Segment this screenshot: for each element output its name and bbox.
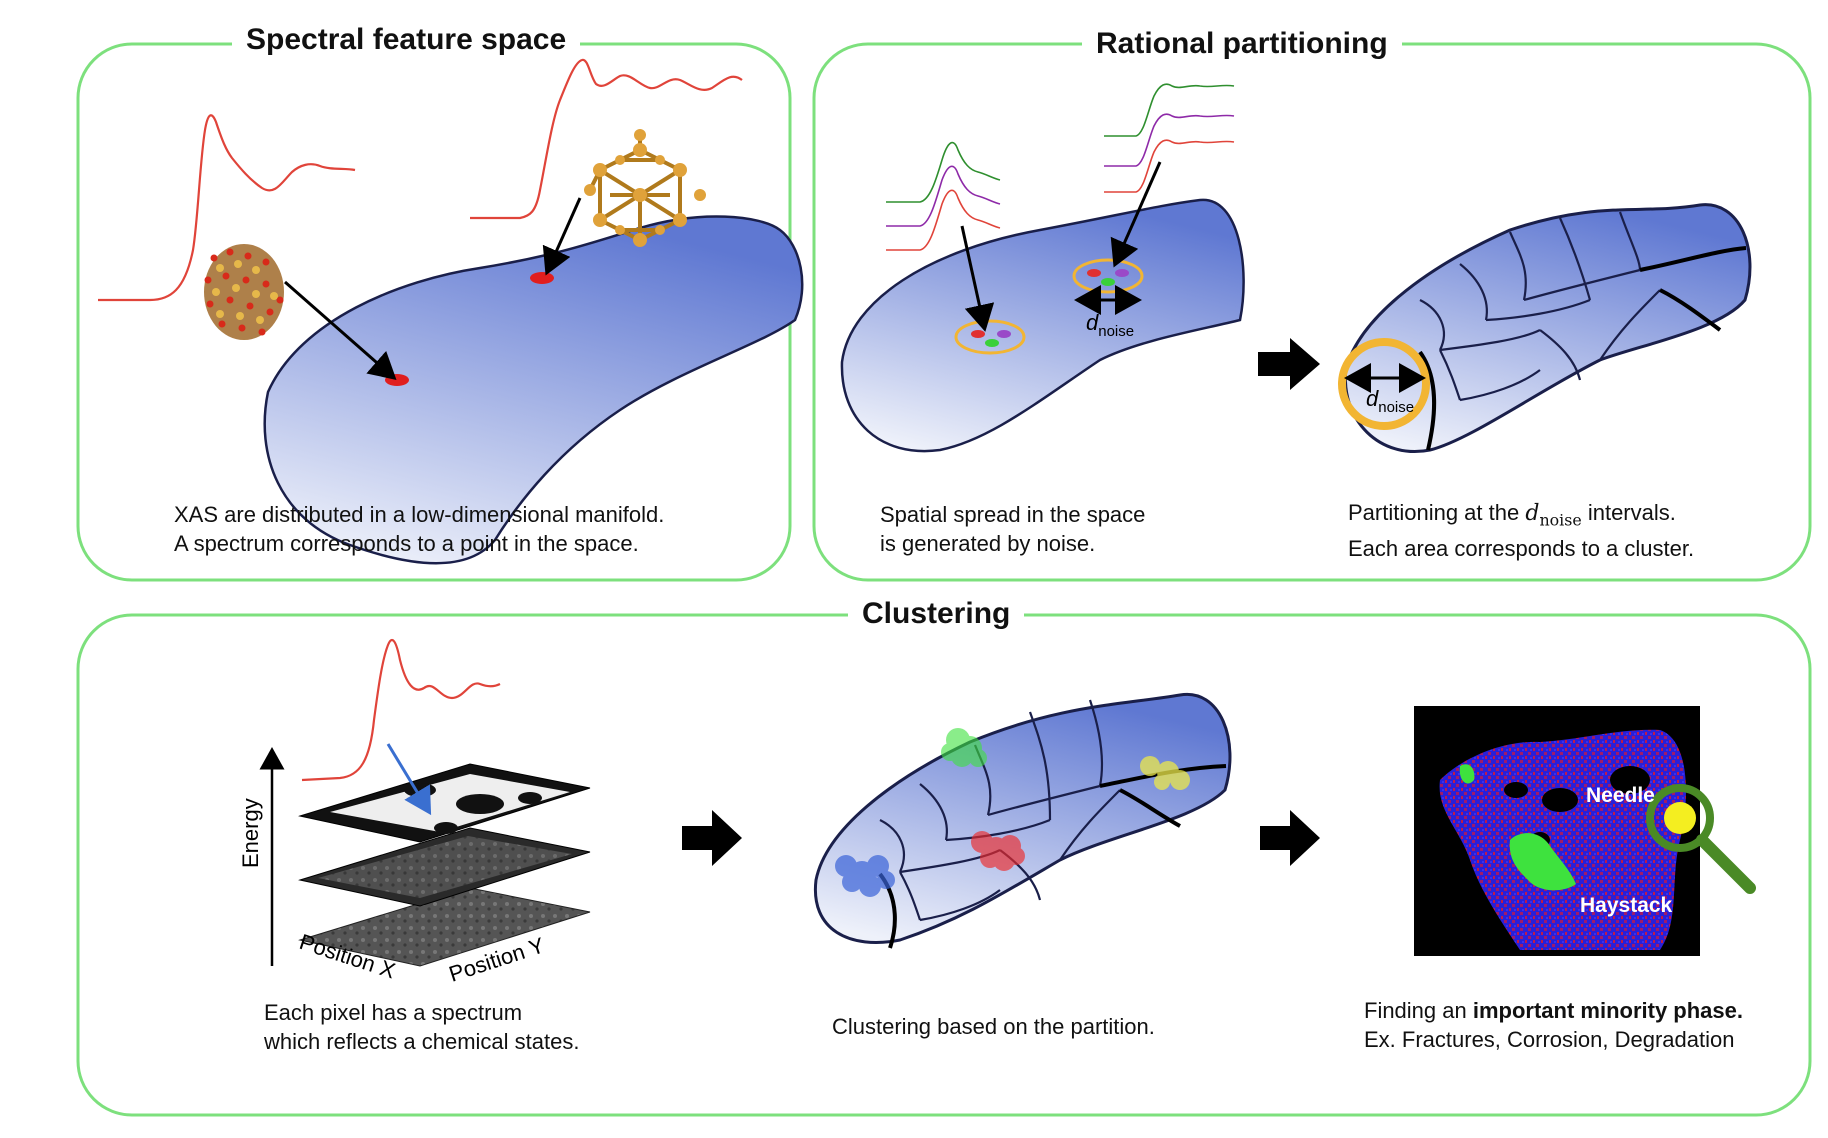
caption-spectral: XAS are distributed in a low-dimensional… xyxy=(174,500,664,558)
caption-rational-left: Spatial spread in the space is generated… xyxy=(880,500,1145,558)
partition-noise-ring xyxy=(1338,338,1430,430)
caption-rational-left-line-2: is generated by noise. xyxy=(880,531,1096,556)
noise-dot-green xyxy=(985,339,999,347)
caption-clustering-right: Finding an important minority phase. Ex.… xyxy=(1364,996,1743,1054)
caption-rational-right-d: dnoise xyxy=(1525,501,1582,530)
caption-spectral-line-2: A spectrum corresponds to a point in the… xyxy=(174,531,639,556)
point-red-1 xyxy=(385,374,409,386)
point-red-2 xyxy=(530,272,554,284)
noise-dot-green-2 xyxy=(1101,278,1115,286)
axis-label-energy: Energy xyxy=(238,798,263,868)
cluster-blue xyxy=(835,855,895,897)
noise-dot-purple xyxy=(997,330,1011,338)
panel-title-clustering: Clustering xyxy=(848,596,1025,632)
caption-clustering-mid: Clustering based on the partition. xyxy=(832,1014,1155,1039)
cluster-green xyxy=(941,728,987,767)
noisy-spectra-left xyxy=(886,141,1001,251)
arrow-right-icon xyxy=(1258,338,1320,390)
map-label-needle: Needle xyxy=(1586,784,1655,807)
image-stack xyxy=(298,763,591,967)
spectrum-curve-3 xyxy=(301,638,501,782)
pointer-arrow-blue xyxy=(386,743,432,816)
arrow-right-icon-2 xyxy=(682,810,742,866)
caption-clustering-left: Each pixel has a spectrum which reflects… xyxy=(264,998,579,1056)
noisy-spectra-right xyxy=(1104,83,1235,193)
magnifier-icon xyxy=(1646,784,1756,894)
caption-rational-left-line-1: Spatial spread in the space xyxy=(880,502,1146,527)
crystal-structure-icon-2 xyxy=(584,129,706,247)
caption-clustering-left-line-1: Each pixel has a spectrum xyxy=(264,1000,523,1025)
dnoise-label-partition: dnoise xyxy=(1366,386,1414,416)
panel-title-rational: Rational partitioning xyxy=(1082,26,1402,62)
caption-bold-phase: important minority phase. xyxy=(1472,998,1744,1023)
dnoise-label-rational: dnoise xyxy=(1086,310,1134,340)
caption-spectral-line-1: XAS are distributed in a low-dimensional… xyxy=(174,502,665,527)
caption-clustering-right-line-2: Ex. Fractures, Corrosion, Degradation xyxy=(1364,1027,1735,1052)
caption-rational-right-before: Partitioning at the xyxy=(1348,500,1526,525)
manifold-clustered xyxy=(813,692,1232,949)
noise-dot-red-2 xyxy=(1087,269,1101,277)
spectrum-curve-2 xyxy=(470,58,743,220)
manifold-partitioned xyxy=(1343,203,1752,453)
caption-rational-right-line-1: Partitioning at the dnoise intervals. xyxy=(1348,498,1694,534)
cluster-red xyxy=(971,831,1025,871)
manifold-spectral xyxy=(263,215,804,565)
noise-dot-red xyxy=(971,330,985,338)
map-label-haystack: Haystack xyxy=(1580,894,1673,917)
pointer-arrow-3 xyxy=(960,225,995,332)
caption-rational-right: Partitioning at the dnoise intervals. Ea… xyxy=(1348,498,1694,563)
pointer-arrow-2 xyxy=(542,197,582,276)
cluster-yellow xyxy=(1140,756,1190,790)
caption-rational-right-after: intervals. xyxy=(1581,500,1676,525)
panel-title-spectral: Spectral feature space xyxy=(232,22,581,58)
crystal-structure-icon xyxy=(204,244,284,340)
spectrum-curve-1 xyxy=(98,114,356,302)
manifold-noise xyxy=(840,198,1245,453)
caption-clustering-right-line-1: Finding an important minority phase. xyxy=(1364,998,1744,1023)
pointer-arrow-1 xyxy=(284,280,397,380)
pointer-arrow-4 xyxy=(1110,161,1162,268)
arrow-right-icon-3 xyxy=(1260,810,1320,866)
caption-rational-right-line-2: Each area corresponds to a cluster. xyxy=(1348,536,1695,562)
noise-dot-purple-2 xyxy=(1115,269,1129,277)
caption-clustering-left-line-2: which reflects a chemical states. xyxy=(264,1029,580,1054)
